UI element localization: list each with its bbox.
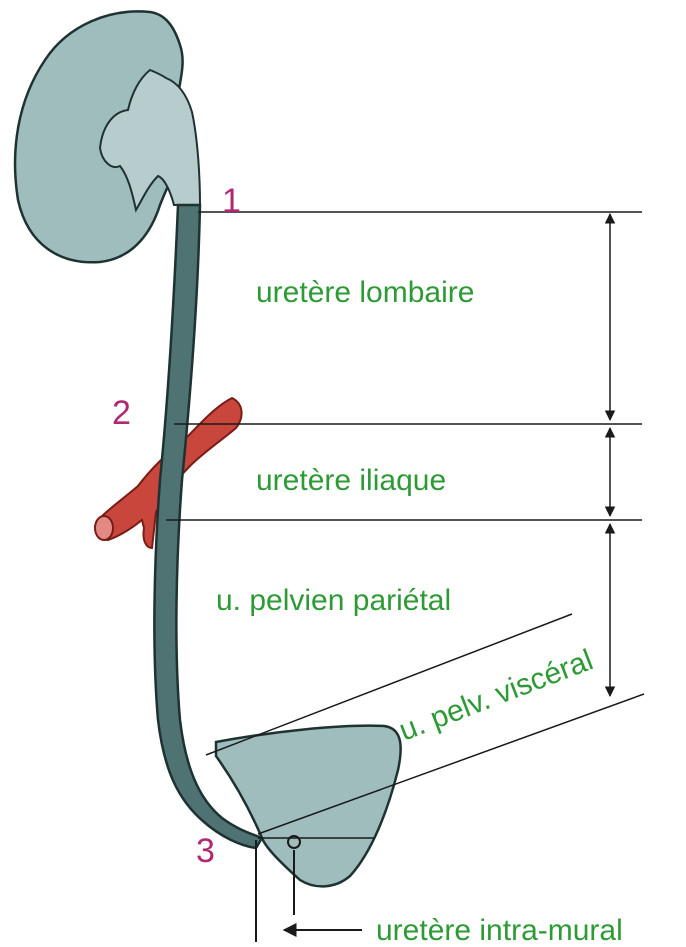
- label-ureter-lombaire: uretère lombaire: [256, 276, 474, 309]
- artery-lumen: [95, 516, 113, 540]
- label-intra-mural: uretère intra-mural: [376, 914, 623, 947]
- label-ureter-iliaque: uretère iliaque: [256, 464, 446, 497]
- label-pelvien-parietal: u. pelvien pariétal: [216, 584, 451, 617]
- marker-1: 1: [222, 182, 241, 220]
- bladder: [216, 726, 401, 887]
- label-pelvien-visceral: u. pelv. viscéral: [395, 643, 598, 747]
- marker-2: 2: [112, 394, 131, 432]
- marker-3: 3: [196, 832, 215, 870]
